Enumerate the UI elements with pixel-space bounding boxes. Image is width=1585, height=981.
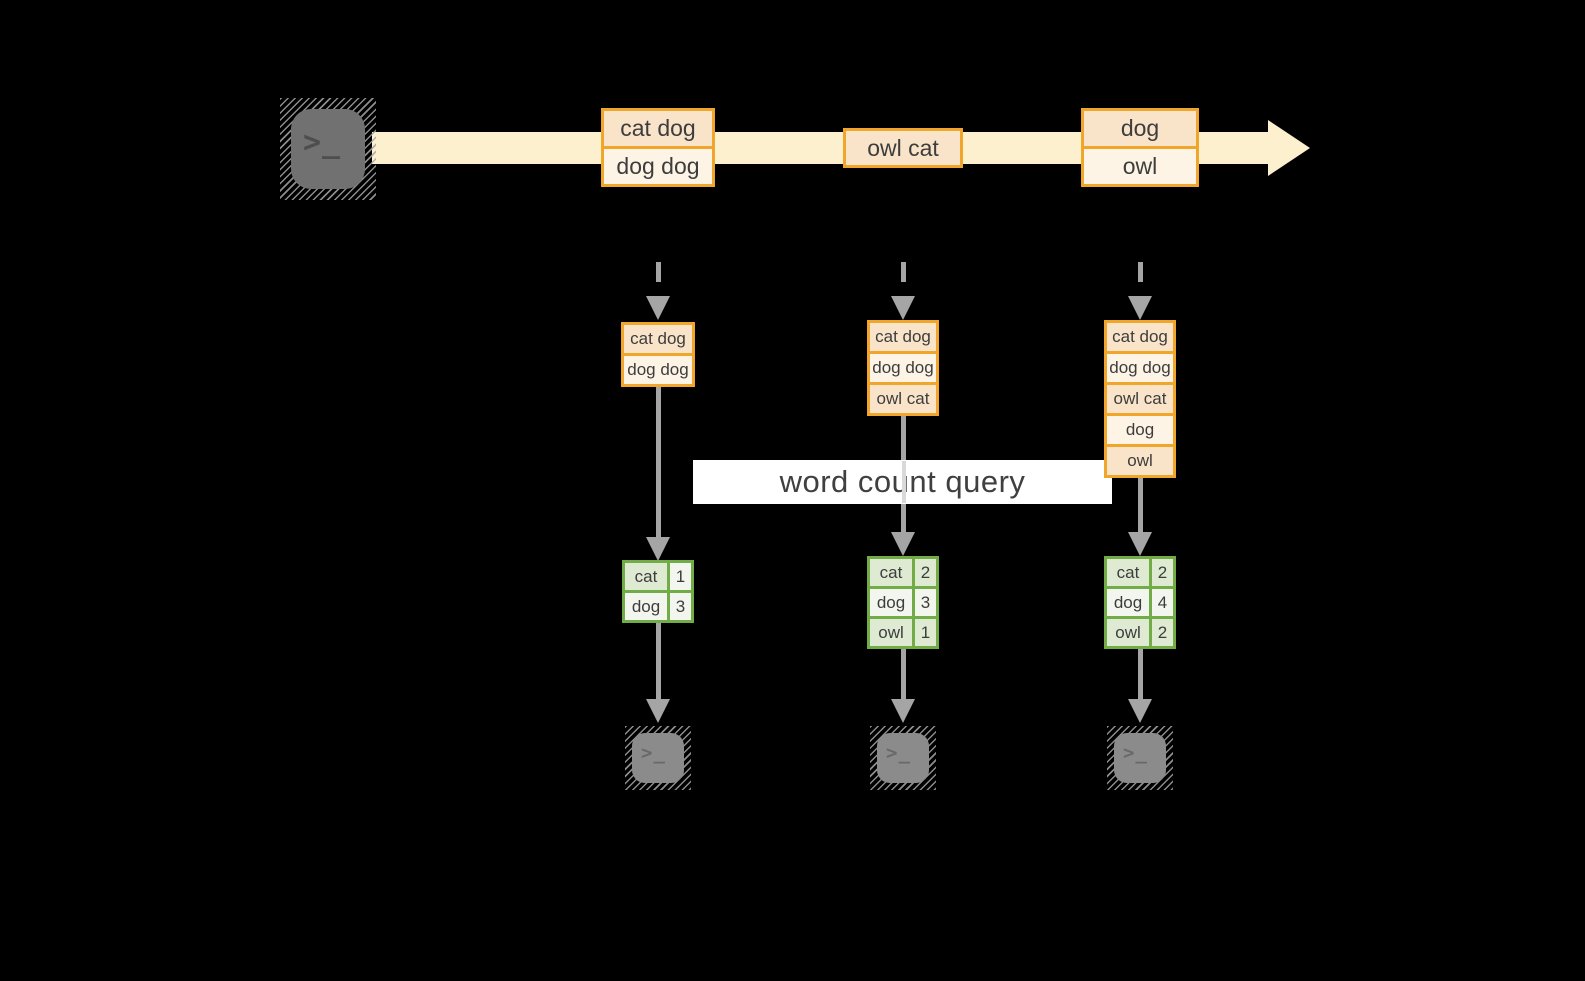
query-arrowhead-icon-2 [891,532,915,556]
ingest-arrow-line-1 [656,262,661,298]
terminal-body: >_ [877,733,929,783]
sink-terminal-icon-1: >_ [625,726,691,790]
stack-row: dog dog [621,353,695,387]
stack-row: dog dog [867,351,939,385]
record-stack-1: cat dog dog dog [621,322,695,387]
count-cell: 1 [912,616,939,649]
terminal-body: >_ [632,733,684,783]
count-cell: 1 [667,560,694,593]
count-row: dog 3 [622,590,694,623]
count-cell: 2 [1149,556,1176,589]
count-cell: 3 [667,590,694,623]
ingest-arrowhead-icon-2 [891,296,915,320]
count-cell: 3 [912,586,939,619]
count-row: dog 3 [867,586,939,619]
stack-row: owl [1104,444,1176,478]
count-table-1: cat 1 dog 3 [622,560,694,623]
count-cell: 4 [1149,586,1176,619]
stack-row: cat dog [621,322,695,356]
terminal-prompt-glyph: >_ [1123,741,1148,764]
terminal-body: >_ [1114,733,1166,783]
timeline-event-batch-2: owl cat [843,128,963,168]
count-row: cat 1 [622,560,694,593]
query-arrowhead-icon-3 [1128,532,1152,556]
event-row: dog dog [601,146,715,187]
sink-terminal-icon-3: >_ [1107,726,1173,790]
count-table-2: cat 2 dog 3 owl 1 [867,556,939,649]
count-row: cat 2 [867,556,939,589]
word-cell: cat [1104,556,1152,589]
arrow-segment-over-label [902,461,906,503]
terminal-body: >_ [291,109,365,189]
ingest-arrow-line-2 [901,262,906,298]
source-terminal-icon: >_ [280,98,376,200]
output-arrowhead-icon-3 [1128,699,1152,723]
terminal-prompt-glyph: >_ [886,741,911,764]
event-row: owl cat [843,128,963,168]
output-arrow-line-2 [901,648,906,701]
word-cell: cat [867,556,915,589]
ingest-arrowhead-icon-3 [1128,296,1152,320]
query-arrowhead-icon-1 [646,537,670,561]
timeline-event-batch-1: cat dog dog dog [601,108,715,187]
stack-row: owl cat [1104,382,1176,416]
count-row: owl 2 [1104,616,1176,649]
stack-row: cat dog [867,320,939,354]
event-row: owl [1081,146,1199,187]
record-stack-2: cat dog dog dog owl cat [867,320,939,416]
ingest-arrow-line-3 [1138,262,1143,298]
query-arrow-line-3 [1138,476,1143,534]
word-cell: dog [1104,586,1152,619]
count-row: dog 4 [1104,586,1176,619]
output-arrowhead-icon-2 [891,699,915,723]
stack-row: owl cat [867,382,939,416]
count-cell: 2 [912,556,939,589]
output-arrow-line-1 [656,622,661,701]
stack-row: dog [1104,413,1176,447]
stack-row: cat dog [1104,320,1176,354]
count-table-3: cat 2 dog 4 owl 2 [1104,556,1176,649]
word-cell: dog [622,590,670,623]
terminal-prompt-glyph: >_ [303,125,342,160]
output-arrow-line-3 [1138,648,1143,701]
stack-row: dog dog [1104,351,1176,385]
word-cell: dog [867,586,915,619]
output-arrowhead-icon-1 [646,699,670,723]
count-cell: 2 [1149,616,1176,649]
count-row: cat 2 [1104,556,1176,589]
word-cell: cat [622,560,670,593]
timeline-event-batch-3: dog owl [1081,108,1199,187]
stream-timeline-arrowhead-icon [1268,120,1310,176]
query-arrow-line-1 [656,387,661,539]
count-row: owl 1 [867,616,939,649]
word-cell: owl [867,616,915,649]
record-stack-3: cat dog dog dog owl cat dog owl [1104,320,1176,478]
event-row: cat dog [601,108,715,149]
sink-terminal-icon-2: >_ [870,726,936,790]
event-row: dog [1081,108,1199,149]
ingest-arrowhead-icon-1 [646,296,670,320]
terminal-prompt-glyph: >_ [641,741,666,764]
word-cell: owl [1104,616,1152,649]
